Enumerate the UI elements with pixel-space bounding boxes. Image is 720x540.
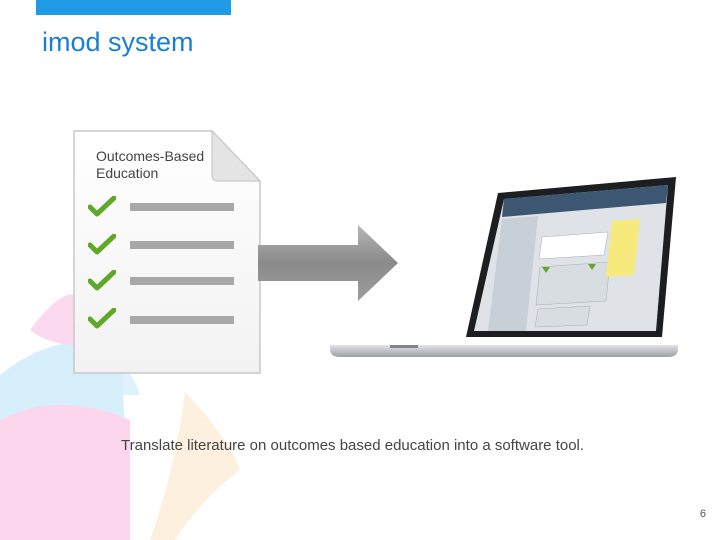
slide-title: imod system bbox=[42, 26, 194, 58]
document-label-line1: Outcomes-Based bbox=[96, 148, 226, 165]
doc-line bbox=[130, 203, 234, 211]
document-label: Outcomes-Based Education bbox=[96, 148, 226, 182]
bg-shape-pink bbox=[0, 405, 130, 540]
checkmark-icon bbox=[88, 270, 116, 292]
slide-caption: Translate literature on outcomes based e… bbox=[121, 437, 584, 454]
document-label-line2: Education bbox=[96, 165, 226, 182]
doc-line bbox=[130, 316, 234, 324]
checkmark-icon bbox=[88, 196, 116, 218]
bg-shape-pink-small bbox=[30, 294, 75, 345]
checkmark-icon bbox=[88, 234, 116, 256]
checkmark-icon bbox=[88, 308, 116, 330]
laptop-screenshot bbox=[328, 175, 680, 360]
bg-shape-peach bbox=[150, 392, 240, 540]
page-number: 6 bbox=[700, 508, 706, 520]
doc-line bbox=[130, 277, 234, 285]
accent-bar bbox=[36, 0, 231, 15]
doc-line bbox=[130, 241, 234, 249]
